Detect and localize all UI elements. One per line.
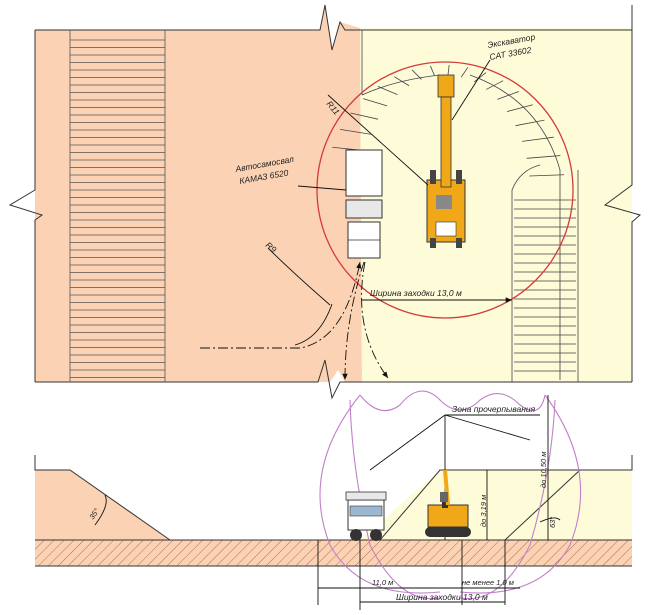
face-radial-line <box>460 67 469 78</box>
face-radial-line <box>350 112 379 120</box>
face-radial-line <box>411 69 422 80</box>
left-bench-ladder <box>69 30 166 382</box>
plan-view: Экскаватор CAT 33602 Автосамосвал КАМАЗ … <box>8 4 642 400</box>
truck-leader <box>297 185 347 191</box>
left-bank-outline <box>34 455 171 541</box>
dim-11-label: 11,0 м <box>372 578 393 587</box>
face-radial-line <box>497 91 520 100</box>
spoil-area <box>35 5 362 382</box>
truck-paths <box>200 261 389 381</box>
face-radial-line <box>377 86 398 96</box>
face-radial-line <box>526 155 561 159</box>
height-1050-label: до 10,50 м <box>539 452 548 488</box>
digging-zone-envelope <box>319 390 582 600</box>
excavator-leader <box>451 59 491 121</box>
excavator-turning-circle <box>316 61 574 319</box>
face-lower-outline <box>504 469 581 541</box>
plan-right-break <box>603 5 642 382</box>
ground-hatch-pattern <box>35 540 632 566</box>
face-radial-line <box>447 65 450 76</box>
plan-left-break <box>8 30 44 382</box>
width-label-bottom: Ширина заходки 13,0 м <box>396 592 488 602</box>
digging-zone-label: Зона прочерпывания <box>452 404 536 414</box>
plan-bottom-boundary <box>35 359 632 400</box>
height-319-label: до 3,19 м <box>479 495 488 527</box>
dim-min1-label: не менее 1,0 м <box>462 578 514 587</box>
section-view: Зона прочерпывания до 10,50 м до 3,19 м … <box>34 390 633 610</box>
spoil-bank-section <box>35 470 170 540</box>
face-radial-line <box>486 80 504 90</box>
excavator-plan <box>426 74 466 248</box>
face-area <box>360 28 632 382</box>
face-radial-line <box>430 65 436 77</box>
r9-arc <box>294 303 333 346</box>
dump-truck-side <box>345 491 387 541</box>
face-radial-line <box>521 136 554 142</box>
face-radial-line <box>339 129 371 135</box>
face-radial-line <box>473 72 487 83</box>
face-radial-line <box>363 98 388 107</box>
dump-truck-plan <box>345 149 383 259</box>
face-bench-lines <box>332 30 579 382</box>
r11-radius-line <box>327 94 429 186</box>
section-dimensions <box>94 395 561 610</box>
plan-top-boundary <box>35 4 632 51</box>
face-radial-line <box>507 104 533 112</box>
face-radial-line <box>515 119 545 127</box>
excavator-side <box>425 469 471 537</box>
face-bench-outline <box>379 455 633 541</box>
r9-radius-line <box>267 247 331 306</box>
face-bench-section <box>360 470 632 540</box>
face-radial-line <box>529 174 565 177</box>
width-label-top: Ширина заходки 13,0 м <box>370 288 462 298</box>
angle-63-label: 63° <box>548 517 557 528</box>
face-radial-line <box>394 76 410 87</box>
